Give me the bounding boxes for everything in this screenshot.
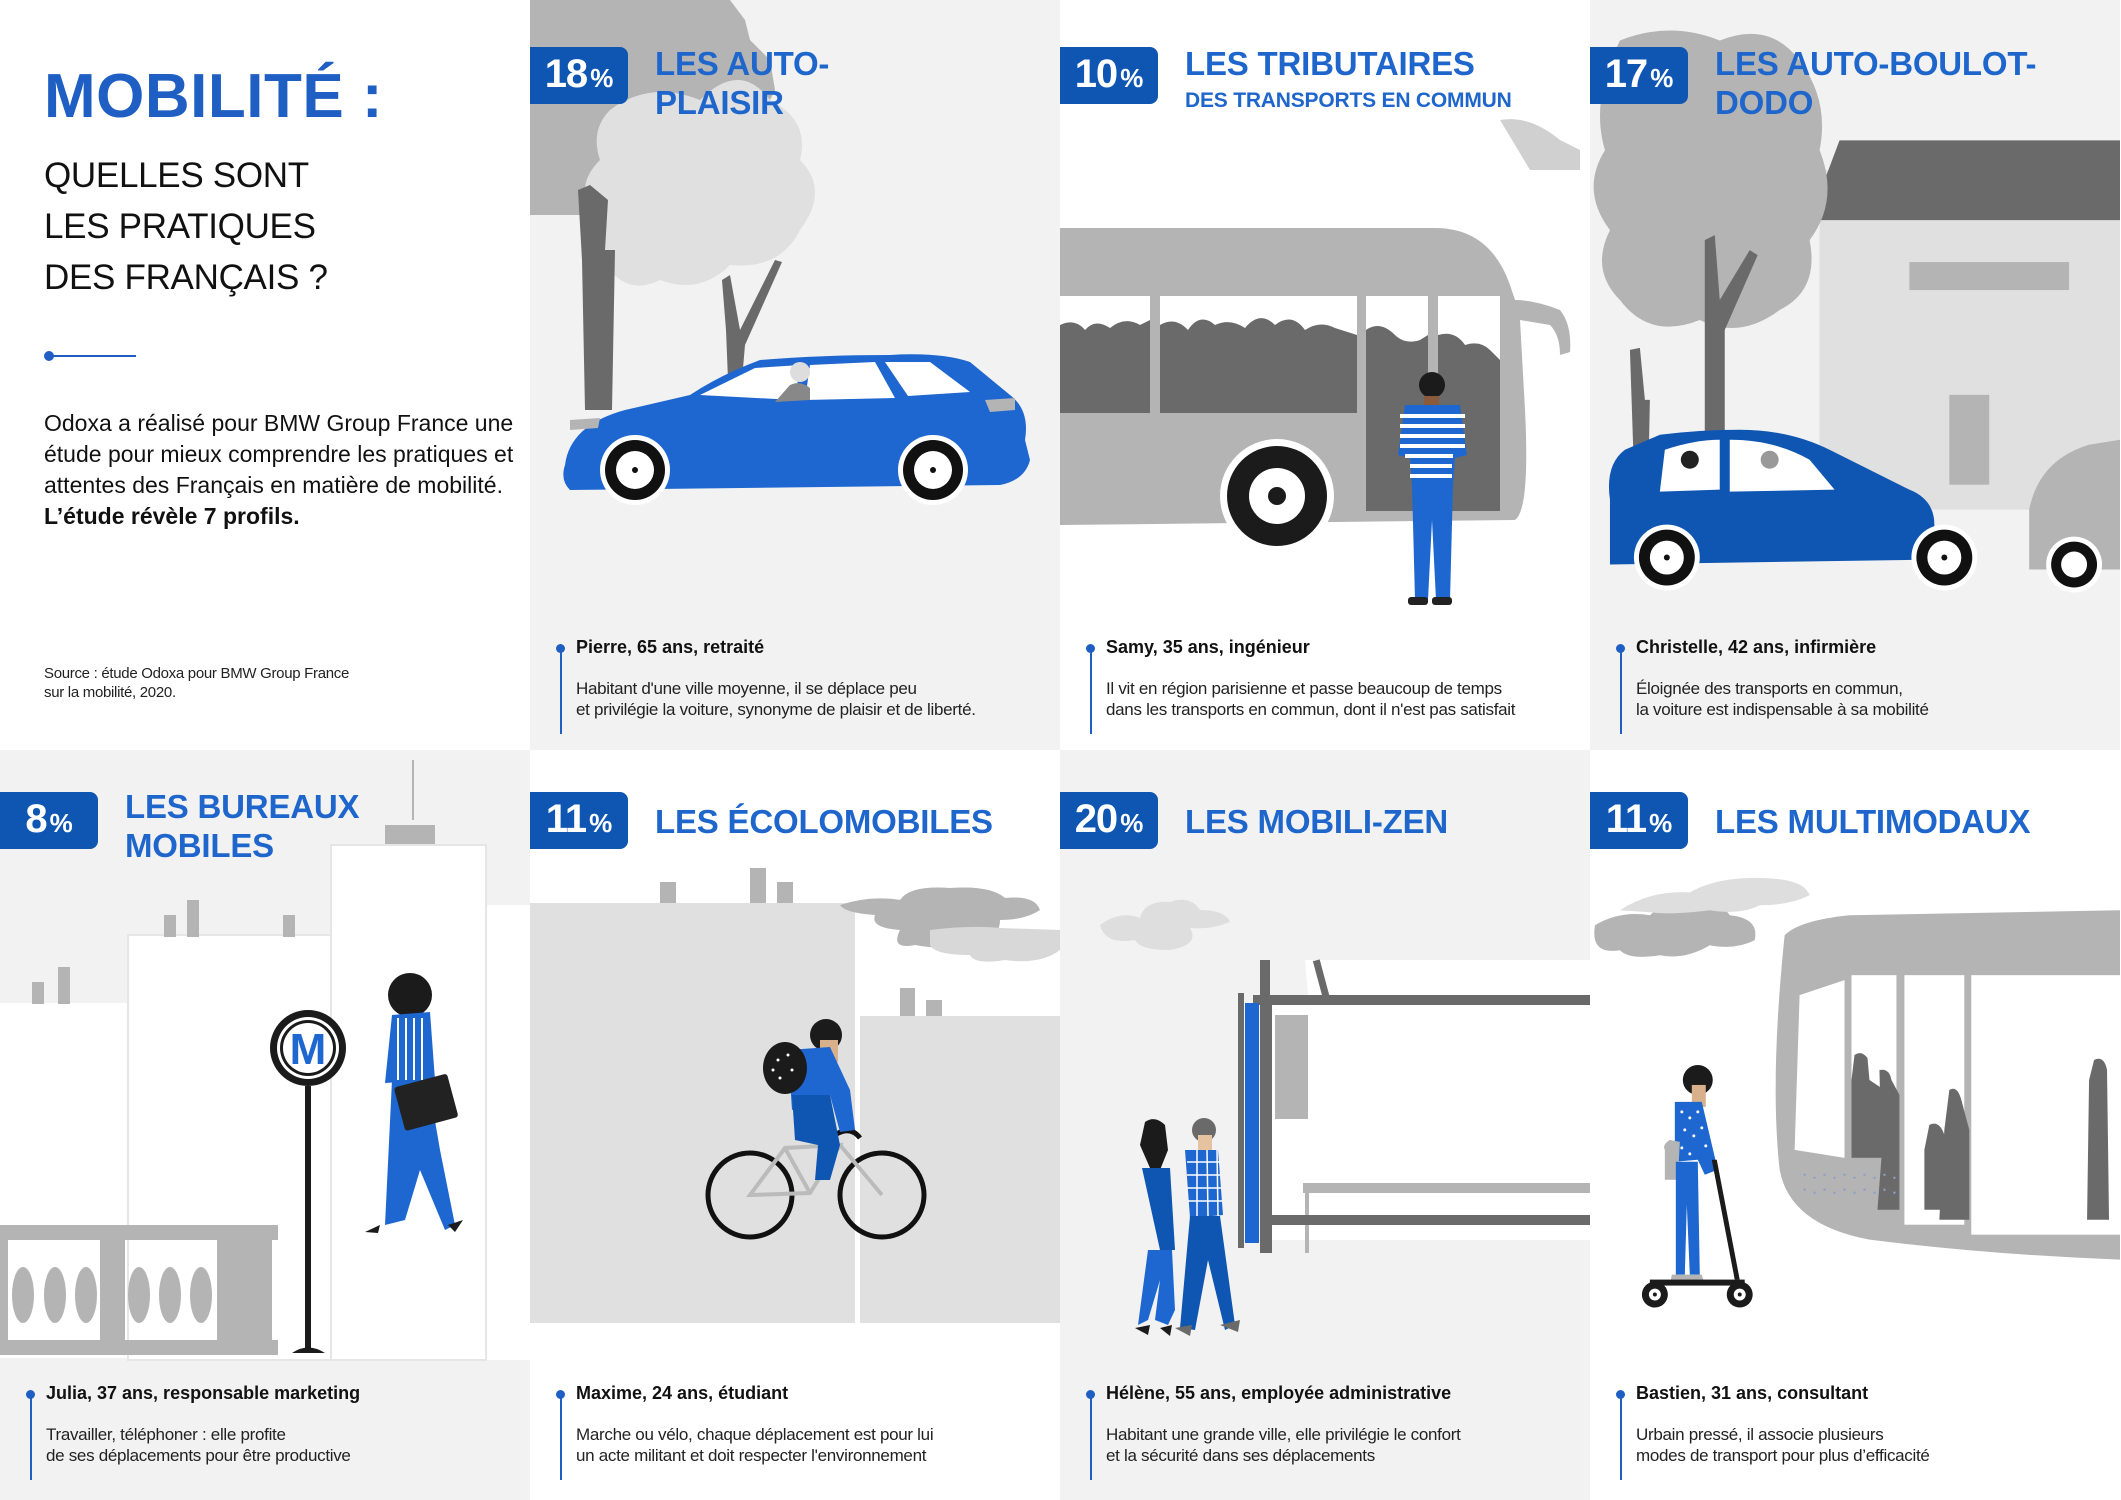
- persona-name: Maxime, 24 ans, étudiant: [576, 1383, 789, 1403]
- percent-value: 18: [544, 52, 588, 96]
- persona-name: Christelle, 42 ans, infirmière: [1636, 637, 1877, 657]
- percent-value: 8: [25, 797, 47, 841]
- profile-title: LES MOBILI-ZEN: [1185, 803, 1449, 840]
- persona-block: Julia, 37 ans, responsable marketing Tra…: [26, 1383, 516, 1483]
- profile-title: LES AUTO- PLAISIR: [655, 45, 830, 121]
- timeline-dot: [556, 1390, 565, 1399]
- persona-name: Hélène, 55 ans, employée administrative: [1106, 1383, 1452, 1403]
- percent-value: 17: [1604, 52, 1648, 96]
- divider-line: [49, 355, 136, 357]
- percent-badge: 20%: [1060, 792, 1158, 849]
- profile-title: LES TRIBUTAIRES: [1185, 45, 1475, 82]
- percent-sign: %: [1120, 808, 1144, 838]
- persona-block: Maxime, 24 ans, étudiant Marche ou vélo,…: [556, 1383, 1046, 1483]
- profile-card-auto-plaisir: 18% LES AUTO- PLAISIR Pierre, 65 ans, re…: [530, 0, 1060, 750]
- intro-highlight: L’étude révèle 7 profils.: [44, 503, 300, 529]
- bus-stop-icon: [1100, 899, 1590, 1336]
- percent-value: 10: [1074, 52, 1118, 96]
- profile-card-ecolomobiles: 11% LES ÉCOLOMOBILES Maxime, 24 ans, étu…: [530, 750, 1060, 1500]
- timeline-line: [1619, 647, 1622, 734]
- profile-title: LES ÉCOLOMOBILES: [655, 803, 993, 840]
- percent-sign: %: [1650, 63, 1674, 93]
- timeline-dot: [1086, 1390, 1095, 1399]
- percent-badge: 8%: [0, 792, 98, 849]
- timeline-dot: [556, 644, 565, 653]
- percent-sign: %: [1649, 808, 1673, 838]
- persona-name: Samy, 35 ans, ingénieur: [1106, 637, 1310, 657]
- intro-text: Odoxa a réalisé pour BMW Group France un…: [44, 408, 514, 532]
- percent-sign: %: [590, 63, 614, 93]
- bus-icon: [1060, 119, 1580, 605]
- persona-block: Bastien, 31 ans, consultant Urbain press…: [1616, 1383, 2106, 1483]
- timeline-line: [559, 647, 562, 734]
- timeline-line: [1619, 1393, 1622, 1480]
- persona-name: Julia, 37 ans, responsable marketing: [46, 1383, 361, 1403]
- persona-block: Hélène, 55 ans, employée administrative …: [1086, 1383, 1576, 1483]
- percent-sign: %: [589, 808, 613, 838]
- metro-letter: M: [290, 1025, 327, 1074]
- percent-badge: 11%: [530, 792, 628, 849]
- profile-subtitle: DES TRANSPORTS EN COMMUN: [1185, 89, 1512, 112]
- metro-sign-icon: M: [0, 760, 530, 1361]
- timeline-line: [1089, 1393, 1092, 1480]
- persona-description: Éloignée des transports en commun, la vo…: [1636, 679, 1929, 719]
- percent-sign: %: [49, 808, 73, 838]
- timeline-dot: [1616, 1390, 1625, 1399]
- persona-block: Samy, 35 ans, ingénieur Il vit en région…: [1086, 637, 1576, 737]
- scooter-tram-icon: [1594, 877, 2120, 1308]
- profile-card-mobili-zen: 20% LES MOBILI-ZEN Hélène, 55 ans, emplo…: [1060, 750, 1590, 1500]
- timeline-line: [1089, 647, 1092, 734]
- persona-block: Christelle, 42 ans, infirmière Éloignée …: [1616, 637, 2106, 737]
- profile-title: LES BUREAUX MOBILES: [125, 788, 360, 864]
- profile-title: LES AUTO-BOULOT- DODO: [1715, 45, 2037, 121]
- intro-body: Odoxa a réalisé pour BMW Group France un…: [44, 410, 514, 498]
- percent-value: 11: [1605, 797, 1647, 841]
- persona-name: Pierre, 65 ans, retraité: [576, 637, 765, 657]
- percent-value: 20: [1074, 797, 1118, 841]
- intro-panel: MOBILITÉ : QUELLES SONT LES PRATIQUES DE…: [0, 0, 530, 750]
- bicycle-icon: [530, 868, 1060, 1323]
- page-subtitle: QUELLES SONT LES PRATIQUES DES FRANÇAIS …: [44, 156, 328, 297]
- percent-sign: %: [1120, 63, 1144, 93]
- persona-block: Pierre, 65 ans, retraité Habitant d'une …: [556, 637, 1046, 737]
- profile-title: LES MULTIMODAUX: [1715, 803, 2031, 840]
- timeline-line: [559, 1393, 562, 1480]
- profile-card-multimodaux: 11% LES MULTIMODAUX Bastien, 31 ans, con…: [1590, 750, 2120, 1500]
- timeline-dot: [1616, 644, 1625, 653]
- percent-badge: 11%: [1590, 792, 1688, 849]
- profile-card-bureaux-mobiles: M 8% LES BUREAUX MOBILES Julia, 37 ans, …: [0, 750, 530, 1500]
- profile-card-auto-boulot-dodo: 17% LES AUTO-BOULOT- DODO Christelle, 42…: [1590, 0, 2120, 750]
- car-icon: [530, 0, 1030, 505]
- persona-name: Bastien, 31 ans, consultant: [1636, 1383, 1869, 1403]
- car-icon: [1593, 30, 2120, 593]
- percent-badge: 17%: [1590, 47, 1688, 104]
- profile-card-tributaires: 10% LES TRIBUTAIRES DES TRANSPORTS EN CO…: [1060, 0, 1590, 750]
- source-note: Source : étude Odoxa pour BMW Group Fran…: [44, 665, 350, 701]
- persona-description: Il vit en région parisienne et passe bea…: [1106, 679, 1516, 719]
- percent-badge: 18%: [530, 47, 628, 104]
- persona-description: Habitant d'une ville moyenne, il se dépl…: [576, 679, 976, 719]
- divider-dot: [44, 351, 54, 361]
- timeline-dot: [1086, 644, 1095, 653]
- timeline-line: [29, 1393, 32, 1480]
- persona-description: Habitant une grande ville, elle privilég…: [1106, 1425, 1461, 1465]
- persona-description: Travailler, téléphoner : elle profite de…: [46, 1425, 351, 1465]
- timeline-dot: [26, 1390, 35, 1399]
- persona-description: Urbain pressé, il associe plusieurs mode…: [1636, 1425, 1930, 1465]
- divider: [44, 350, 136, 362]
- persona-description: Marche ou vélo, chaque déplacement est p…: [576, 1425, 934, 1465]
- page-title: MOBILITÉ :: [44, 62, 384, 131]
- percent-badge: 10%: [1060, 47, 1158, 104]
- percent-value: 11: [545, 797, 587, 841]
